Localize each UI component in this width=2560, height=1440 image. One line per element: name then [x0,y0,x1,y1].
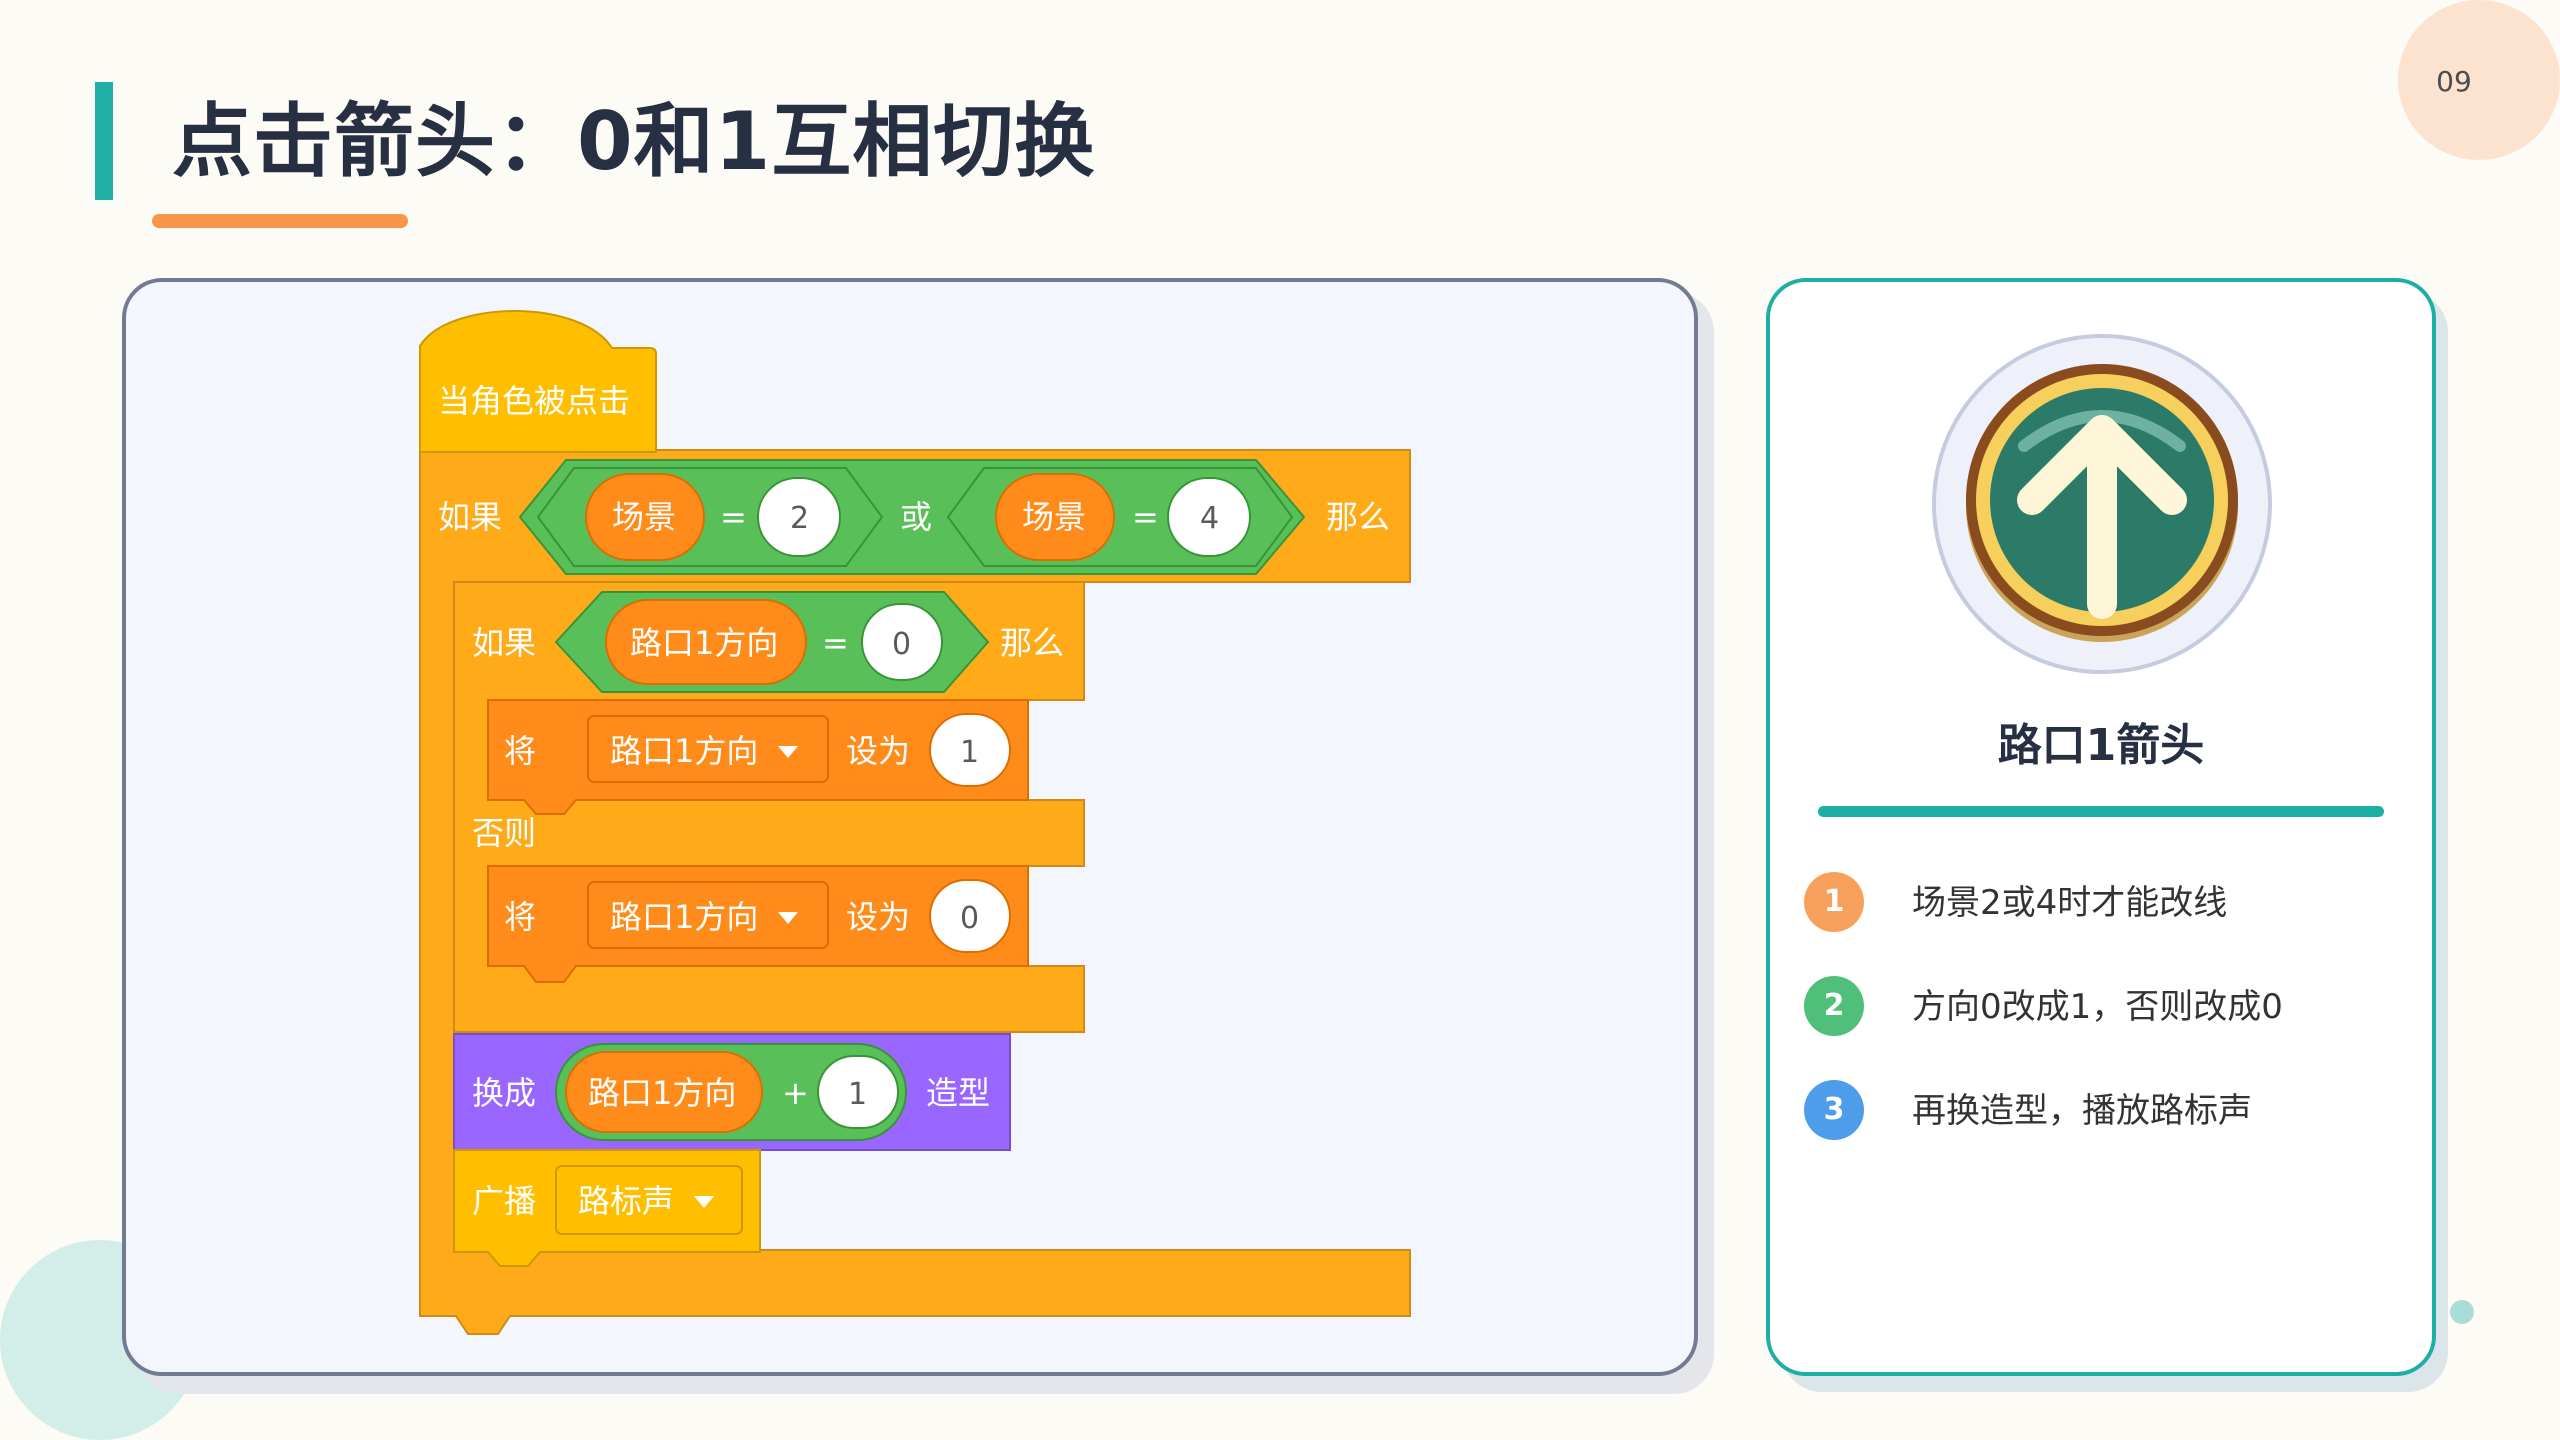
svg-text:+: + [782,1074,809,1112]
decorative-dot [2450,1300,2474,1324]
svg-text:当角色被点击: 当角色被点击 [438,382,630,420]
svg-text:2: 2 [790,501,809,536]
equals-block-2[interactable]: 场景 = 4 [946,467,1294,567]
svg-text:0: 0 [960,901,979,936]
if-then-outer-block[interactable]: 如果 那么 [419,449,1411,1335]
set-value-input-1[interactable] [929,713,1011,787]
when-sprite-clicked-hat-block[interactable]: 当角色被点击 [419,310,657,453]
svg-text:路口1方向: 路口1方向 [610,898,758,936]
title-accent-bar [95,82,113,200]
else-keyword: 否则 [472,814,536,852]
or-keyword: 或 [900,498,932,536]
page-number: 09 [2436,65,2472,98]
set-value-input-0[interactable] [929,879,1011,953]
page-number-circle [2398,0,2560,160]
svg-text:设为: 设为 [846,732,910,770]
svg-text:1: 1 [960,735,979,770]
if-keyword: 如果 [438,498,502,536]
svg-text:4: 4 [1200,501,1219,536]
switch-costume-block[interactable]: 换成 路口1方向 + 1 造型 [453,1033,1011,1167]
svg-text:=: = [822,624,849,662]
svg-text:换成: 换成 [472,1074,536,1112]
svg-text:广播: 广播 [472,1182,536,1220]
svg-text:路口1方向: 路口1方向 [610,732,758,770]
variable-dropdown-2[interactable] [587,881,829,949]
direction-variable-reporter[interactable] [605,599,807,685]
step-badge-3: 3 [1804,1080,1864,1140]
step-note-3: 再换造型，播放路标声 [1912,1091,2252,1131]
chevron-down-icon [778,746,798,758]
set-variable-block-2[interactable]: 将 路口1方向 设为 0 [487,865,1029,983]
svg-text:场景: 场景 [612,498,676,536]
set-variable-block-1[interactable]: 将 路口1方向 设为 1 [487,699,1029,815]
broadcast-block[interactable]: 广播 路标声 [453,1149,761,1267]
svg-text:将: 将 [504,898,536,936]
if-keyword-inner: 如果 [472,624,536,662]
title-underline [152,214,408,228]
svg-text:=: = [720,498,747,536]
page-title: 点击箭头：0和1互相切换 [172,95,1096,188]
svg-text:设为: 设为 [846,898,910,936]
equals-block-inner[interactable]: 路口1方向 = 0 [554,591,990,693]
then-keyword: 那么 [1326,498,1390,536]
svg-text:路口1方向: 路口1方向 [630,624,778,662]
step-badge-1: 1 [1804,872,1864,932]
step-badge-2: 2 [1804,976,1864,1036]
value-input-4[interactable] [1167,477,1251,557]
svg-text:将: 将 [504,732,536,770]
svg-text:路口1方向: 路口1方向 [588,1074,736,1112]
svg-text:0: 0 [892,627,911,662]
equals-block-1[interactable]: 场景 = 2 [536,467,884,567]
svg-text:1: 1 [848,1077,867,1112]
up-arrow-icon [1932,334,2272,674]
card-title: 路口1箭头 [1997,720,2205,771]
svg-text:造型: 造型 [926,1074,990,1112]
if-else-block[interactable]: 如果 那么 否则 [453,581,1085,1033]
chevron-down-icon [778,912,798,924]
add-value-input-1[interactable] [817,1055,899,1129]
scene-variable-reporter[interactable] [995,473,1115,561]
direction-variable-reporter[interactable] [565,1051,763,1133]
variable-dropdown-1[interactable] [587,715,829,783]
svg-text:场景: 场景 [1022,498,1086,536]
svg-text:路标声: 路标声 [578,1182,674,1220]
svg-text:=: = [1132,498,1159,536]
then-keyword-inner: 那么 [1000,624,1064,662]
chevron-down-icon [694,1196,714,1208]
message-dropdown[interactable] [555,1165,743,1235]
value-input-0[interactable] [861,603,943,681]
card-divider [1818,806,2384,817]
step-note-2: 方向0改成1，否则改成0 [1912,987,2283,1027]
scene-variable-reporter[interactable] [585,473,705,561]
value-input-2[interactable] [757,477,841,557]
step-note-1: 场景2或4时才能改线 [1912,883,2228,923]
